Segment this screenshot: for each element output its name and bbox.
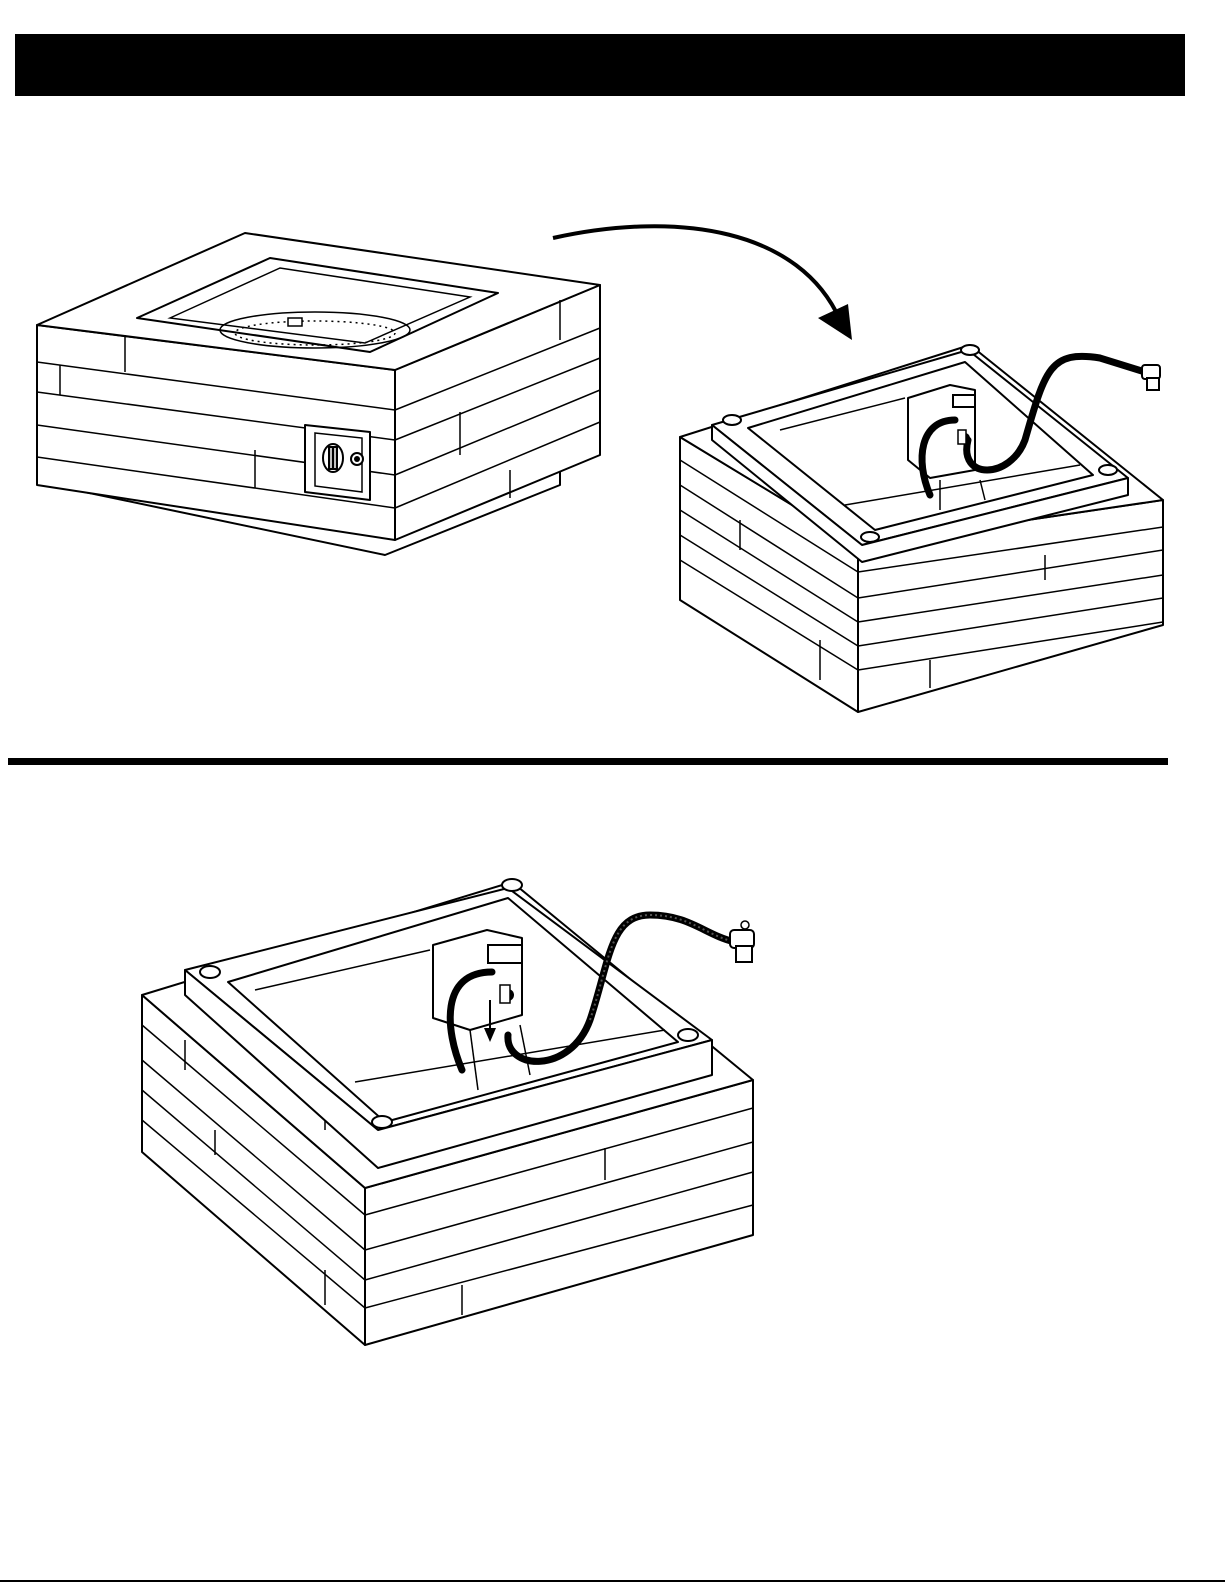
foot-icon — [723, 415, 741, 425]
fire-pit-inverted-figure — [680, 345, 1163, 712]
fire-pit-upright-figure — [37, 233, 600, 555]
regulator-icon — [730, 921, 754, 962]
foot-icon — [200, 966, 220, 978]
foot-icon — [372, 1116, 392, 1128]
foot-icon — [861, 532, 879, 542]
foot-icon — [502, 879, 522, 891]
section-divider — [8, 758, 1168, 765]
footer-rule — [0, 1580, 1225, 1582]
regulator-icon — [1142, 365, 1160, 390]
foot-icon — [1099, 465, 1117, 475]
control-knob-icon — [323, 444, 343, 472]
foot-icon — [678, 1029, 698, 1041]
fire-pit-hose-routing-figure — [142, 879, 754, 1345]
igniter-button-icon — [351, 453, 363, 465]
foot-icon — [961, 345, 979, 355]
